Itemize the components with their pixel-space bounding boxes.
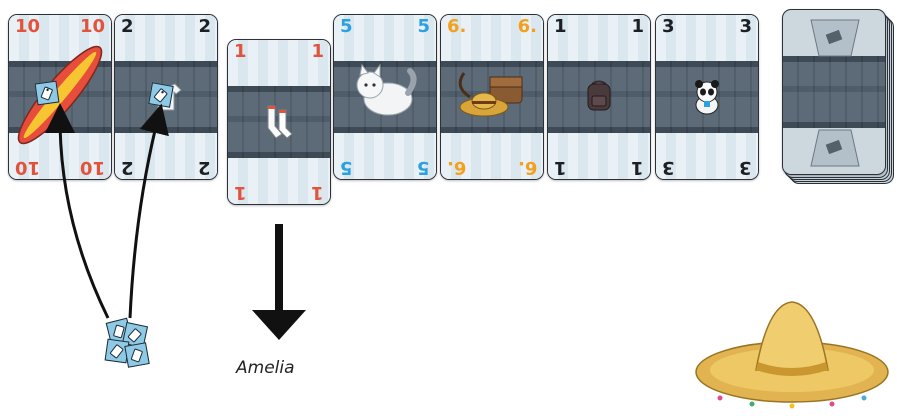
deck-back-icon (782, 9, 886, 175)
card-value: 5 (417, 16, 430, 37)
card-value: 2 (198, 16, 211, 37)
arrow-to-card-2 (128, 103, 169, 319)
card-value: 1 (631, 16, 644, 37)
card-2-tshirt[interactable]: 2 2 2 2 (114, 14, 218, 180)
card-value: 3 (739, 16, 752, 37)
player-name-label: Amelia (236, 358, 295, 378)
card-10-surfboard[interactable]: 10 10 10 10 (8, 14, 112, 180)
card-5-cat[interactable]: 5 5 5 5 (333, 14, 437, 180)
sombrero-icon (695, 301, 889, 409)
luggage-tag-icon (121, 321, 149, 349)
down-arrow-shaft (275, 224, 283, 312)
card-6-hat-bag[interactable]: 6. 6. 6. 6. (440, 14, 544, 180)
card-1-backpack[interactable]: 1 1 1 1 (547, 14, 651, 180)
cat-icon (356, 63, 417, 116)
card-value: 6. (447, 16, 467, 37)
card-3-panda[interactable]: 3 3 3 3 (655, 14, 759, 180)
hat-and-bag-icon (458, 72, 523, 117)
luggage-tag-icon (124, 342, 150, 368)
card-value: 6. (517, 16, 537, 37)
draw-deck[interactable] (782, 9, 894, 185)
card-value: 5 (340, 16, 353, 37)
luggage-tag-icon (148, 82, 174, 108)
down-arrow-head (252, 310, 306, 340)
card-value: 1 (554, 16, 567, 37)
card-value: 2 (121, 16, 134, 37)
card-value: 3 (662, 16, 675, 37)
card-1-socks[interactable]: 1 1 1 1 (227, 39, 331, 205)
luggage-tag-icon (105, 317, 133, 345)
card-value: 1 (311, 41, 324, 62)
luggage-tag-icon (34, 80, 60, 106)
card-value: 10 (15, 16, 41, 37)
card-value: 1 (234, 41, 247, 62)
card-value: 10 (79, 16, 105, 37)
socks-icon (267, 105, 293, 139)
arrow-to-card-1 (45, 103, 110, 319)
luggage-tag-icon (104, 338, 130, 364)
backpack-icon (587, 80, 611, 111)
tag-token-stack[interactable] (104, 317, 160, 374)
panda-icon (695, 80, 719, 115)
